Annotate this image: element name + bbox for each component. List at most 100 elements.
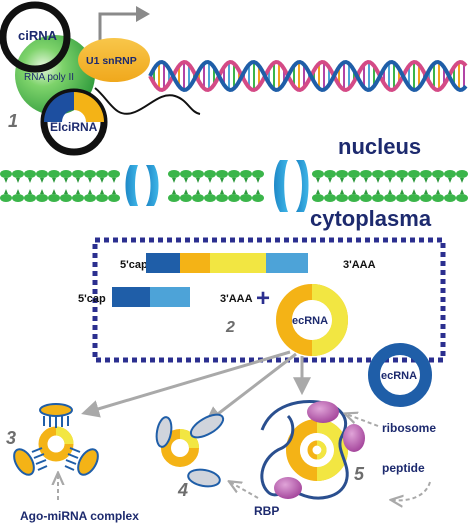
- lipid-tail: [52, 178, 56, 183]
- lipid-tail: [184, 189, 188, 194]
- lipid-head: [72, 170, 84, 178]
- lipid-head: [252, 194, 264, 202]
- lipid-tail: [64, 178, 68, 183]
- lipid-tail: [88, 189, 92, 194]
- lipid-head: [36, 170, 48, 178]
- step-number-5: 5: [354, 464, 365, 484]
- lipid-head: [168, 194, 180, 202]
- lipid-head: [456, 194, 468, 202]
- dna-strand-blue: [148, 59, 468, 93]
- lipid-tail: [220, 189, 224, 194]
- linear-mrna-2: [112, 287, 190, 307]
- ribosome-label: ribosome: [382, 421, 436, 435]
- lipid-tail: [424, 189, 428, 194]
- nuclear-membrane: [0, 170, 468, 202]
- lipid-tail: [436, 189, 440, 194]
- lipid-head: [72, 194, 84, 202]
- lipid-head: [384, 170, 396, 178]
- peptide-pointer-arrow: [392, 481, 431, 500]
- lipid-head: [180, 170, 192, 178]
- lipid-tail: [244, 178, 248, 183]
- lipid-tail: [412, 189, 416, 194]
- dna-strand-pink: [148, 59, 468, 93]
- lipid-head: [228, 194, 240, 202]
- peptide-label: peptide: [382, 461, 425, 475]
- lipid-tail: [364, 189, 368, 194]
- lipid-head: [192, 194, 204, 202]
- lipid-tail: [316, 189, 320, 194]
- lipid-tail: [328, 178, 332, 183]
- lipid-head: [240, 194, 252, 202]
- lipid-head: [60, 170, 72, 178]
- lipid-tail: [388, 178, 392, 183]
- ribosome-3: [274, 477, 302, 499]
- lipid-head: [24, 194, 36, 202]
- lipid-tail: [100, 178, 104, 183]
- lipid-head: [96, 194, 108, 202]
- lipid-tail: [16, 178, 20, 183]
- lipid-tail: [16, 189, 20, 194]
- ribosome-2: [343, 424, 365, 452]
- lipid-tail: [448, 189, 452, 194]
- lipid-head: [336, 170, 348, 178]
- ago-mirna-complex-label: Ago-miRNA complex: [20, 509, 139, 523]
- lipid-tail: [64, 189, 68, 194]
- lipid-tail: [88, 178, 92, 183]
- lipid-tail: [40, 178, 44, 183]
- lipid-head: [444, 170, 456, 178]
- eicirna-ring: [40, 88, 108, 156]
- lipid-head: [84, 170, 96, 178]
- lipid-tail: [100, 189, 104, 194]
- lipid-tail: [196, 189, 200, 194]
- transcription-arrowhead: [136, 6, 150, 22]
- fate-arrows: [81, 350, 311, 425]
- lipid-tail: [388, 189, 392, 194]
- lipid-head: [60, 194, 72, 202]
- lipid-head: [420, 170, 432, 178]
- lipid-tail: [232, 178, 236, 183]
- lipid-head: [360, 170, 372, 178]
- lipid-head: [456, 170, 468, 178]
- linear-mrna-1: [146, 253, 308, 273]
- lipid-tail: [76, 178, 80, 183]
- lipid-head: [228, 170, 240, 178]
- lipid-head: [408, 194, 420, 202]
- lipid-head: [12, 170, 24, 178]
- lipid-head: [0, 194, 12, 202]
- lipid-tail: [28, 189, 32, 194]
- lipid-tail: [316, 178, 320, 183]
- rbp-pointer-arrow: [230, 482, 259, 499]
- lipid-head: [372, 194, 384, 202]
- lipid-tail: [448, 178, 452, 183]
- translating-ecrna: [286, 419, 348, 481]
- ecrna-label-right: ecRNA: [381, 370, 417, 382]
- ribosomes: [274, 401, 365, 499]
- lipid-head: [12, 194, 24, 202]
- lipid-head: [204, 170, 216, 178]
- lipid-tail: [196, 178, 200, 183]
- step-number-3: 3: [6, 428, 16, 448]
- lipid-head: [324, 170, 336, 178]
- lipid-tail: [412, 178, 416, 183]
- lipid-head: [252, 170, 264, 178]
- lipid-tail: [328, 189, 332, 194]
- lipid-head: [108, 170, 120, 178]
- lipid-tail: [400, 178, 404, 183]
- lipid-head: [348, 194, 360, 202]
- lipid-tail: [352, 178, 356, 183]
- lipid-head: [384, 194, 396, 202]
- lipid-head: [24, 170, 36, 178]
- lipid-head: [372, 170, 384, 178]
- lipid-tail: [40, 189, 44, 194]
- lipid-head: [432, 194, 444, 202]
- lipid-tail: [340, 178, 344, 183]
- nuclear-pore-left: [125, 165, 159, 206]
- lipid-tail: [220, 178, 224, 183]
- lipid-tail: [460, 178, 464, 183]
- step-number-4: 4: [177, 480, 188, 500]
- lipid-head: [36, 194, 48, 202]
- rbp-bound-ecrna: [155, 413, 225, 488]
- rna-pol-ii-label: RNA poly II: [24, 72, 74, 83]
- lipid-head: [48, 170, 60, 178]
- step-number-1: 1: [8, 111, 18, 131]
